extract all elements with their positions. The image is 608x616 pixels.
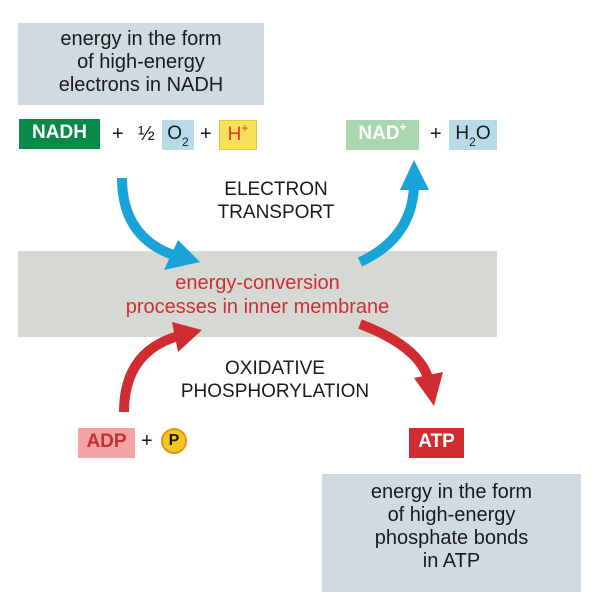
- nadh-note-line3: electrons in NADH: [58, 74, 224, 96]
- oxygen-chip: O2: [162, 120, 194, 150]
- proton-chip: H+: [219, 120, 257, 150]
- plus-sign: +: [141, 430, 153, 452]
- nad-symbol: NAD: [358, 123, 400, 144]
- atp-note-line4: in ATP: [422, 550, 481, 572]
- oxidative-line2: PHOSPHORYLATION: [180, 381, 370, 402]
- proton-symbol: H: [227, 124, 242, 145]
- water-chip: H2O: [449, 120, 497, 150]
- atp-energy-note: energy in the form of high-energy phosph…: [322, 474, 581, 592]
- atp-note-line2: of high-energy: [387, 504, 516, 526]
- oxidative-phosphorylation-label: OXIDATIVE PHOSPHORYLATION: [160, 357, 390, 403]
- plus-sign: +: [112, 123, 124, 145]
- electron-inflow-arrow: [117, 177, 178, 261]
- electron-transport-label: ELECTRON TRANSPORT: [196, 178, 356, 224]
- water-o: O: [475, 123, 491, 144]
- electron-outflow-arrowhead: [400, 160, 429, 190]
- nad-chip: NAD+: [346, 120, 419, 150]
- oxygen-subscript: 2: [182, 134, 189, 149]
- nadh-note-line1: energy in the form: [60, 28, 222, 50]
- plus-sign: +: [430, 123, 442, 145]
- water-h: H: [455, 123, 470, 144]
- electron-inflow-arrowhead: [164, 240, 200, 270]
- half-fraction: ½: [138, 123, 155, 145]
- nadh-chip: NADH: [19, 119, 100, 149]
- atp-chip: ATP: [409, 428, 464, 458]
- phosphorylation-inflow-arrowhead: [172, 322, 202, 352]
- electron-transport-line2: TRANSPORT: [217, 202, 335, 223]
- oxygen-symbol: O: [167, 123, 183, 144]
- phosphorylation-outflow-arrow: [358, 319, 433, 380]
- membrane-line2: processes in inner membrane: [125, 296, 390, 318]
- atp-note-line1: energy in the form: [370, 481, 533, 503]
- phosphorylation-inflow-arrow: [119, 331, 180, 413]
- membrane-process-label: energy-conversion processes in inner mem…: [18, 271, 497, 319]
- phosphorylation-outflow-arrowhead: [414, 372, 443, 406]
- adp-chip: ADP: [78, 428, 135, 458]
- inner-membrane-band: [18, 251, 497, 337]
- atp-note-line3: phosphate bonds: [374, 527, 529, 549]
- water-subscript: 2: [469, 134, 476, 149]
- nad-charge: +: [399, 119, 407, 134]
- plus-sign: +: [200, 123, 212, 145]
- proton-charge: +: [241, 120, 249, 135]
- nadh-energy-note: energy in the form of high-energy electr…: [18, 23, 264, 105]
- electron-outflow-arrow: [357, 185, 419, 267]
- membrane-line1: energy-conversion: [175, 272, 340, 294]
- electron-transport-line1: ELECTRON: [224, 179, 328, 200]
- nadh-note-line2: of high-energy: [77, 51, 205, 73]
- phosphate-icon: P: [161, 428, 187, 454]
- oxidative-line1: OXIDATIVE: [225, 358, 325, 379]
